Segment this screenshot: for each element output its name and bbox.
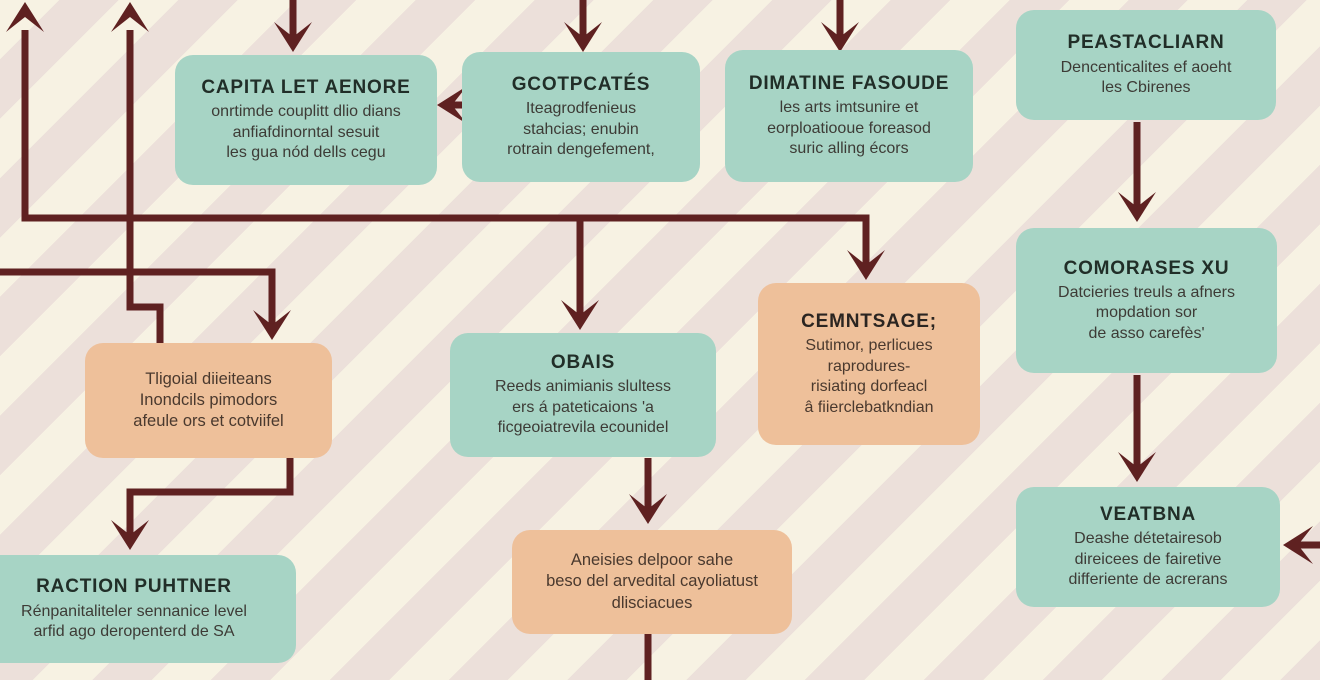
arrow-down-icon bbox=[1118, 452, 1156, 482]
node-dimatine-fasoude: DIMATINE FASOUDE les arts imtsunire et e… bbox=[725, 50, 973, 182]
node-obais: OBAIS Reeds animianis slultess ers á pat… bbox=[450, 333, 716, 457]
node-text-line: Deashe détetairesob bbox=[1074, 530, 1222, 548]
arrow-up-icon bbox=[6, 2, 44, 32]
node-text-line: Iteagrodfenieus bbox=[525, 100, 637, 118]
arrow-down-icon bbox=[1118, 192, 1156, 222]
node-text-line: Sutimor, perlicues bbox=[805, 337, 933, 355]
node-comorases-xu: COMORASES XU Datcieries treuls a afners … bbox=[1016, 228, 1277, 373]
arrow-down-icon bbox=[253, 310, 291, 340]
node-peastacliarn: PEASTACLIARN Dencenticalites ef aoeht le… bbox=[1016, 10, 1276, 120]
node-text-line: Datcieries treuls a afners bbox=[1058, 283, 1235, 301]
node-text-line: les arts imtsunire et bbox=[779, 99, 919, 117]
node-veatbna: VEATBNA Deashe détetairesob direicees de… bbox=[1016, 487, 1280, 607]
node-capita-let-aenore: CAPITA LET AENORE onrtimde couplitt dlio… bbox=[175, 55, 437, 185]
node-text-line: suric alling écors bbox=[789, 140, 909, 158]
node-text-line: les gua nód dells cegu bbox=[226, 144, 386, 162]
node-text-line: les Cbirenes bbox=[1101, 79, 1191, 97]
node-title: GCOTPCATÉS bbox=[511, 74, 651, 96]
node-text-line: rotrain dengefement, bbox=[507, 141, 655, 159]
node-title: RACTION PUHTNER bbox=[36, 576, 232, 598]
node-text-line: risiating dorfeacl bbox=[810, 378, 928, 396]
node-text-line: Reeds animianis slultess bbox=[494, 378, 672, 396]
arrow-left-icon bbox=[437, 86, 467, 124]
node-text-line: mopdation sor bbox=[1095, 304, 1198, 322]
arrow-down-icon bbox=[274, 22, 312, 52]
node-text-line: eorploatiooue foreasod bbox=[767, 119, 931, 137]
connector-left-rail bbox=[21, 30, 870, 266]
node-title: OBAIS bbox=[550, 352, 616, 374]
arrow-down-icon bbox=[561, 300, 599, 330]
arrow-up-icon bbox=[111, 2, 149, 32]
node-text-line: direicees de fairetive bbox=[1074, 550, 1222, 568]
node-title: CAPITA LET AENORE bbox=[201, 77, 411, 99]
node-title: CEMNTSAGE; bbox=[801, 310, 937, 332]
connector-tligoial-to-raction bbox=[126, 458, 294, 537]
arrow-down-icon bbox=[629, 494, 667, 524]
node-text-line: afeule ors et cotviifel bbox=[133, 412, 284, 431]
node-aneisies: Aneisies delpoor sahe beso del arvedital… bbox=[512, 530, 792, 634]
node-text-line: Aneisies delpoor sahe bbox=[570, 551, 734, 570]
arrow-down-icon bbox=[821, 22, 859, 52]
node-text-line: anfiafdinorntal sesuit bbox=[232, 123, 380, 141]
node-tligoial: Tligoial diieiteans Inondcils pimodors a… bbox=[85, 343, 332, 458]
node-text-line: â fiierclebatkndian bbox=[804, 398, 934, 416]
node-text-line: Tligoial diieiteans bbox=[145, 369, 272, 388]
node-text-line: differiente de acrerans bbox=[1068, 571, 1228, 589]
node-title: DIMATINE FASOUDE bbox=[748, 73, 950, 95]
connector-left-to-tligoial bbox=[0, 268, 276, 327]
node-title: COMORASES XU bbox=[1063, 257, 1230, 279]
arrow-left-icon bbox=[1283, 526, 1313, 564]
arrow-down-icon bbox=[847, 250, 885, 280]
node-text-line: de asso carefès' bbox=[1088, 324, 1205, 342]
node-title: PEASTACLIARN bbox=[1067, 32, 1225, 54]
node-text-line: arfid ago deropenterd de SA bbox=[33, 623, 235, 641]
node-text-line: dlisciacues bbox=[611, 593, 693, 612]
node-text-line: Dencenticalites ef aoeht bbox=[1060, 58, 1232, 76]
node-text-line: raprodures- bbox=[827, 357, 911, 375]
arrow-down-icon bbox=[111, 520, 149, 550]
node-text-line: Rénpanitaliteler sennanice level bbox=[21, 602, 247, 620]
node-text-line: ers á pateticaions 'a bbox=[512, 398, 654, 416]
node-text-line: Inondcils pimodors bbox=[139, 390, 278, 409]
node-raction-puhtner: RACTION PUHTNER Rénpanitaliteler sennani… bbox=[0, 555, 296, 663]
connector-second-vertical bbox=[126, 30, 164, 346]
node-text-line: stahcias; enubin bbox=[523, 120, 639, 138]
node-text-line: onrtimde couplitt dlio dians bbox=[211, 103, 401, 121]
arrow-down-icon bbox=[564, 22, 602, 52]
node-gcotpcates: GCOTPCATÉS Iteagrodfenieus stahcias; enu… bbox=[462, 52, 700, 182]
node-cemntsage: CEMNTSAGE; Sutimor, perlicues raprodures… bbox=[758, 283, 980, 445]
node-text-line: ficgeoiatrevila ecounidel bbox=[497, 419, 669, 437]
node-title: VEATBNA bbox=[1099, 504, 1197, 526]
node-text-line: beso del arvedital cayoliatust bbox=[546, 572, 758, 591]
